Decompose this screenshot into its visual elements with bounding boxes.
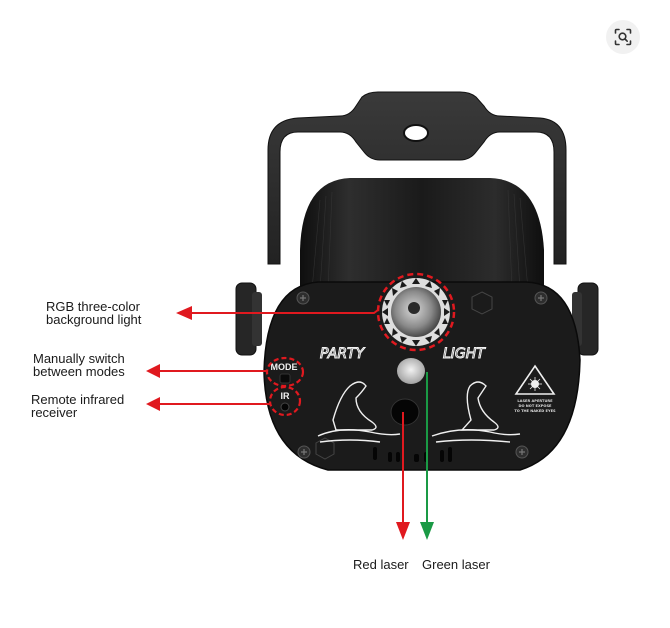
- svg-text:MODE: MODE: [271, 362, 298, 372]
- red-laser-label: Red laser: [353, 557, 409, 572]
- rgb-light-label: RGB three-color background light: [46, 299, 142, 327]
- laser-warning-label: LASER APERTURE DO NOT EXPOSE TO THE NAKE…: [514, 364, 556, 413]
- white-led: [397, 358, 425, 384]
- green-laser-label: Green laser: [422, 557, 490, 572]
- green-laser-arrow: [420, 372, 434, 540]
- svg-text:LASER APERTURE: LASER APERTURE: [517, 399, 553, 403]
- light-text: LIGHT: [443, 346, 486, 362]
- party-text: PARTY: [320, 346, 366, 362]
- callout-arrows: [146, 306, 410, 540]
- front-panel: PARTY LIGHT: [263, 272, 581, 471]
- visual-search-button[interactable]: [606, 20, 640, 54]
- svg-text:IR: IR: [281, 391, 291, 401]
- left-adjustment-knob: [235, 282, 262, 356]
- seal-graphics: [317, 381, 521, 443]
- rgb-dome-light: [376, 272, 456, 352]
- svg-text:DO NOT EXPOSE: DO NOT EXPOSE: [518, 404, 552, 408]
- mounting-bracket: [267, 91, 567, 265]
- device-body: [300, 178, 544, 300]
- laser-aperture: [390, 398, 420, 426]
- mode-switch-label: Manually switch between modes: [33, 351, 125, 379]
- ir-receiver-area: IR: [268, 385, 302, 417]
- visual-search-icon: [614, 28, 632, 46]
- svg-text:TO THE NAKED EYES: TO THE NAKED EYES: [514, 409, 556, 413]
- ir-receiver-label: Remote infrared receiver: [31, 392, 125, 420]
